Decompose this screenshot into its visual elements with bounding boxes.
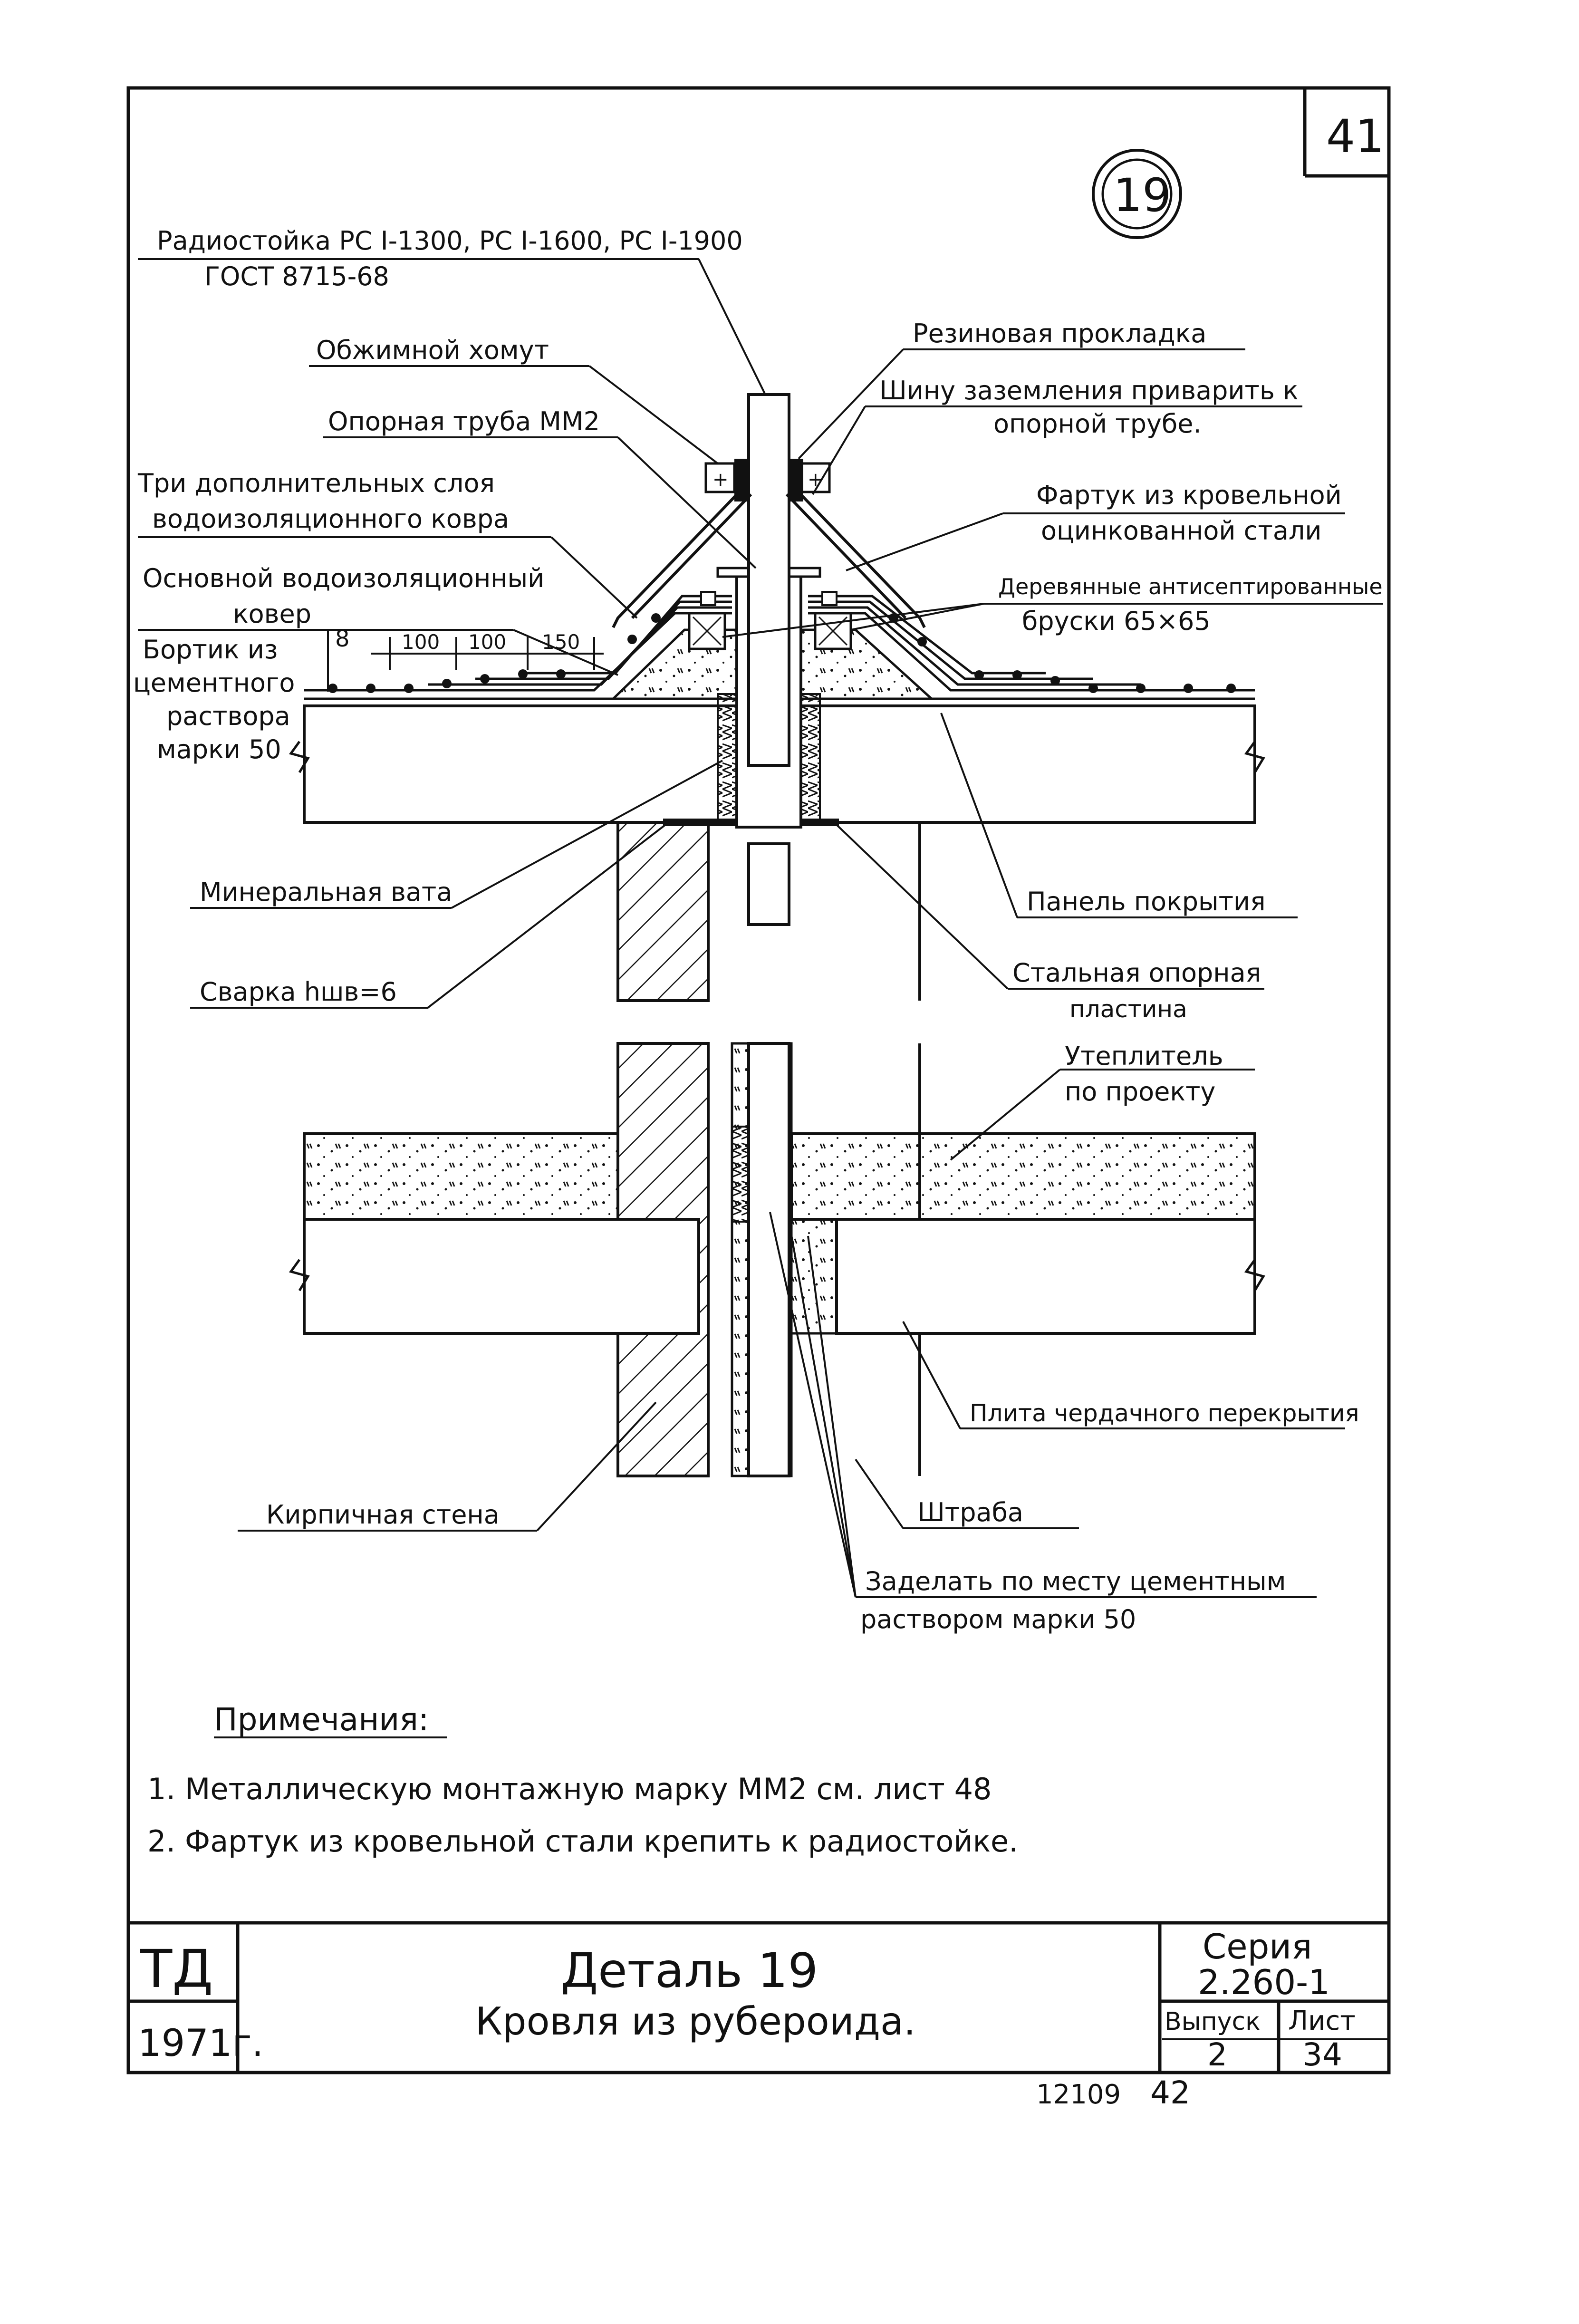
label-insulation: Утеплитель <box>1065 1041 1223 1071</box>
label-wood-bars-2: бруски 65×65 <box>1022 606 1211 636</box>
label-brick-wall: Кирпичная стена <box>266 1500 500 1530</box>
label-ground-bus: Шину заземления приварить к <box>879 376 1299 405</box>
notes: Примечания: 1. Металлическую монтажную м… <box>147 1701 1018 1859</box>
label-apron: Фартук из кровельной <box>1036 480 1342 510</box>
tb-sheet-label: Лист <box>1288 2006 1356 2036</box>
tb-sheet-value: 34 <box>1302 2036 1342 2073</box>
footer-page: 42 <box>1150 2074 1190 2111</box>
dim-8: 8 <box>335 626 350 652</box>
label-curb-2: цементного <box>133 668 295 698</box>
insulation-right <box>790 1132 1256 1221</box>
label-support-pipe: Опорная труба ММ2 <box>328 406 600 436</box>
label-three-layers-2: водоизоляционного ковра <box>152 504 509 534</box>
mineral-wool-right <box>800 693 821 823</box>
label-main-carpet-2: ковер <box>233 599 311 629</box>
svg-text:+: + <box>712 469 729 491</box>
note-1: 1. Металлическую монтажную марку ММ2 см.… <box>147 1772 992 1806</box>
label-steel-plate-2: пластина <box>1069 995 1187 1023</box>
label-insulation-2: по проекту <box>1065 1077 1215 1107</box>
insulation-left <box>303 1132 619 1221</box>
dim-100a: 100 <box>402 630 440 654</box>
tb-td: ТД <box>140 1938 213 1999</box>
label-welding: Сварка hшв=6 <box>200 977 397 1007</box>
tb-series-value: 2.260-1 <box>1198 1962 1330 2002</box>
label-three-layers: Три дополнительных слоя <box>137 468 495 498</box>
mineral-wool-left <box>717 693 738 823</box>
label-radio-mast: Радиостойка РС I-1300, РС I-1600, РС I-1… <box>157 226 743 256</box>
label-curb-1: Бортик из <box>143 635 278 665</box>
notes-heading: Примечания: <box>214 1701 429 1738</box>
label-curb-3: раствора <box>166 701 290 731</box>
brick-wall-upper-hatched <box>616 821 710 1002</box>
label-roof-panel: Панель покрытия <box>1027 887 1266 916</box>
tb-issue-value: 2 <box>1207 2036 1227 2073</box>
label-main-carpet: Основной водоизоляционный <box>143 563 544 593</box>
label-chase: Штраба <box>917 1497 1023 1527</box>
tb-year: 1971г. <box>138 2022 263 2065</box>
sheet-number: 41 <box>1326 110 1384 163</box>
label-rubber-gasket: Резиновая прокладка <box>913 318 1206 348</box>
label-clamp: Обжимной хомут <box>316 335 549 365</box>
label-ground-bus-2: опорной трубе. <box>993 409 1202 439</box>
detail-circle: 19 <box>1092 149 1182 239</box>
footer-code: 12109 <box>1036 2079 1121 2110</box>
attic-slab-right <box>835 1218 1256 1335</box>
detail-circle-number: 19 <box>1113 169 1171 222</box>
label-steel-plate: Стальная опорная <box>1012 958 1261 988</box>
apron <box>612 488 926 628</box>
radio-mast-lower <box>747 1042 790 1477</box>
sheet-frame <box>126 86 1391 2074</box>
label-apron-2: оцинкованной стали <box>1041 516 1322 546</box>
roof-assembly: + + <box>289 393 1265 1002</box>
note-2: 2. Фартук из кровельной стали крепить к … <box>147 1824 1018 1859</box>
tb-detail-title: Деталь 19 <box>561 1943 818 1998</box>
label-curb-4: марки 50 <box>157 734 281 764</box>
tb-detail-subtitle: Кровля из рубероида. <box>475 1999 915 2044</box>
label-seal-2: раствором марки 50 <box>860 1604 1136 1634</box>
leader-lines <box>138 258 1383 1598</box>
tb-issue-label: Выпуск <box>1165 2007 1261 2036</box>
label-attic-slab: Плита чердачного перекрытия <box>970 1399 1359 1427</box>
tb-series-label: Серия <box>1203 1927 1312 1967</box>
label-seal: Заделать по месту цементным <box>865 1566 1286 1596</box>
title-block: ТД 1971г. Деталь 19 Кровля из рубероида.… <box>138 1927 1356 2073</box>
attic-slab-left <box>303 1218 700 1335</box>
dim-100b: 100 <box>468 630 506 654</box>
dim-150: 150 <box>542 630 580 654</box>
label-mineral-wool: Минеральная вата <box>200 877 452 907</box>
label-wood-bars: Деревянные антисептированные <box>998 574 1383 599</box>
radio-mast <box>747 393 790 767</box>
attic-floor-assembly <box>289 1042 1265 1477</box>
label-radio-mast-gost: ГОСТ 8715-68 <box>204 261 389 291</box>
annotation-labels: Радиостойка РС I-1300, РС I-1600, РС I-1… <box>133 226 1383 1634</box>
